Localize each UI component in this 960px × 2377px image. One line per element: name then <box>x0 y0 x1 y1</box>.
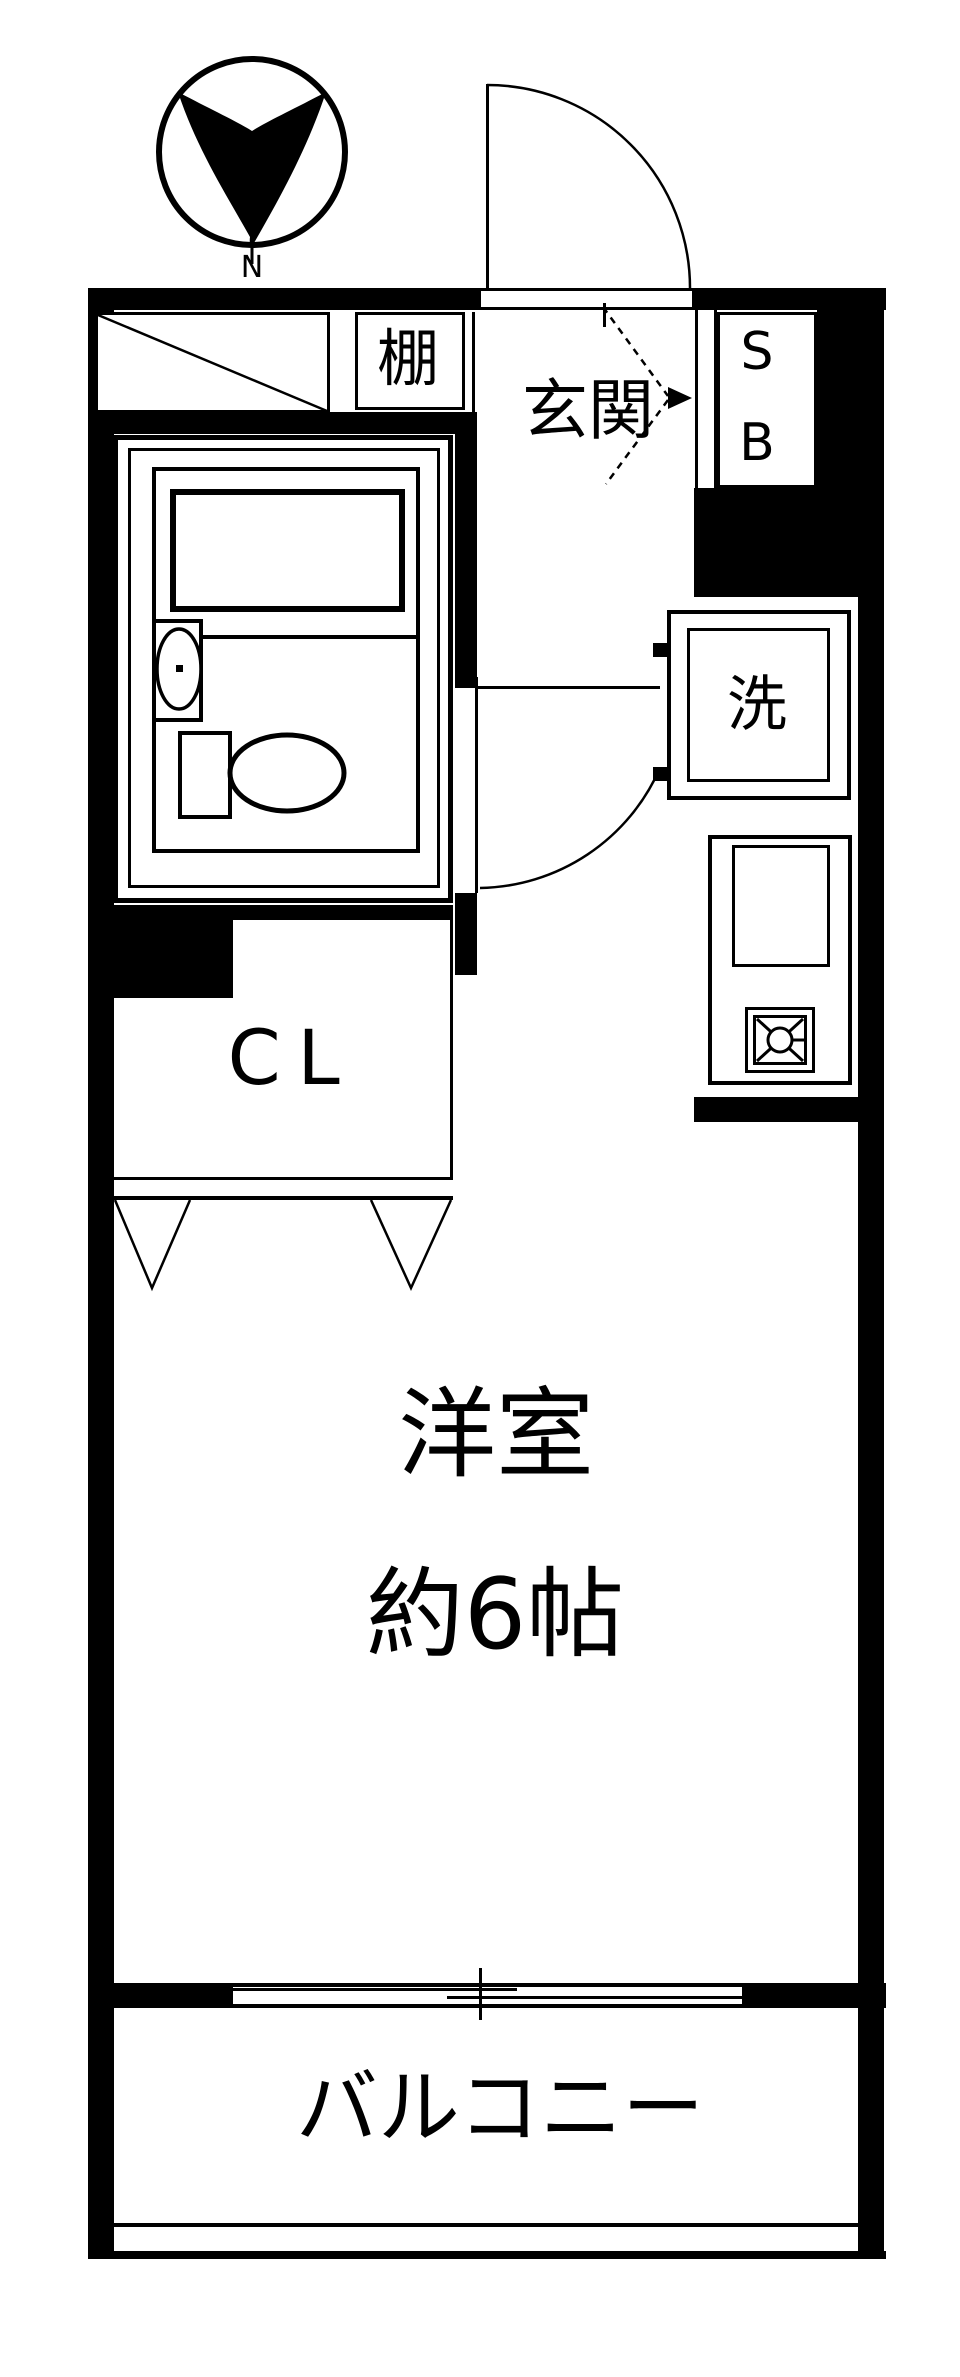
entrance-door-leaf <box>486 84 489 288</box>
washer-jamb-top <box>653 643 667 657</box>
entrance-door-opening <box>481 291 692 307</box>
closet-top-wall <box>233 905 453 920</box>
wall-under-shelf <box>88 412 477 434</box>
right-wall <box>858 288 884 2258</box>
wall-below-entrance <box>694 488 884 597</box>
closet-label: CL <box>227 1013 357 1102</box>
left-wall <box>88 288 114 2258</box>
shoebox-label-b: B <box>739 413 775 473</box>
washer-label: 洗 <box>727 670 787 740</box>
shoebox-divider-line-a <box>695 310 698 488</box>
bathroom-sink-icon <box>155 627 203 711</box>
shoebox-box <box>717 312 817 488</box>
stove-burner-icon <box>755 1017 806 1063</box>
entrance-threshold-tick <box>603 303 606 327</box>
closet-door-triangle-right <box>369 1199 453 1292</box>
bathroom-divider-line <box>152 635 420 639</box>
window-top-track <box>233 1983 742 1987</box>
kitchen-south-wall <box>694 1097 884 1122</box>
closet-front-track-line1 <box>114 1177 453 1180</box>
compass-icon <box>156 56 348 264</box>
shoebox-label-s: S <box>740 322 774 382</box>
entrance-step-line <box>472 312 475 434</box>
window-right-pane-line <box>447 1996 742 1999</box>
right-wall-shoebox-chunk <box>817 288 884 490</box>
closet-front-track-line2 <box>114 1196 453 1200</box>
balcony-label: バルコニー <box>295 2061 705 2156</box>
void-area-diagonal <box>97 313 328 413</box>
entrance-door-arc <box>486 83 692 289</box>
shelf-box <box>355 312 465 410</box>
bathroom-east-wall-upper <box>455 434 477 688</box>
window-left-pane-line <box>233 1988 517 1991</box>
bathroom-door-leaf <box>477 686 660 689</box>
window-wall-left <box>88 1983 233 2008</box>
bathtub <box>170 489 405 612</box>
north-label: N <box>240 250 264 285</box>
washer-box-inner <box>687 628 830 782</box>
window-wall-right <box>742 1983 886 2008</box>
toilet-icon <box>178 731 347 819</box>
shelf-label: 棚 <box>376 322 439 395</box>
kitchen-sink <box>732 845 830 967</box>
bathroom-east-wall-lower <box>455 893 477 975</box>
balcony-inner-edge <box>114 2223 858 2227</box>
entrance-direction-marker <box>601 306 692 485</box>
bathroom-door-arc <box>479 767 662 890</box>
main-room-name-label: 洋室 <box>397 1378 594 1492</box>
balcony-outer-edge <box>88 2251 886 2259</box>
window-bottom-track <box>233 2004 742 2008</box>
window-center-tick <box>479 1968 482 2020</box>
wall-under-bathroom <box>88 905 233 998</box>
closet-right-line <box>450 920 453 1180</box>
entrance-label: 玄関 <box>522 372 654 449</box>
closet-door-triangle-left <box>113 1199 192 1292</box>
shoebox-divider-line-b <box>714 310 717 488</box>
bathroom-door-wall-face <box>475 677 478 893</box>
main-room-size-label: 約6帖 <box>365 1558 625 1672</box>
